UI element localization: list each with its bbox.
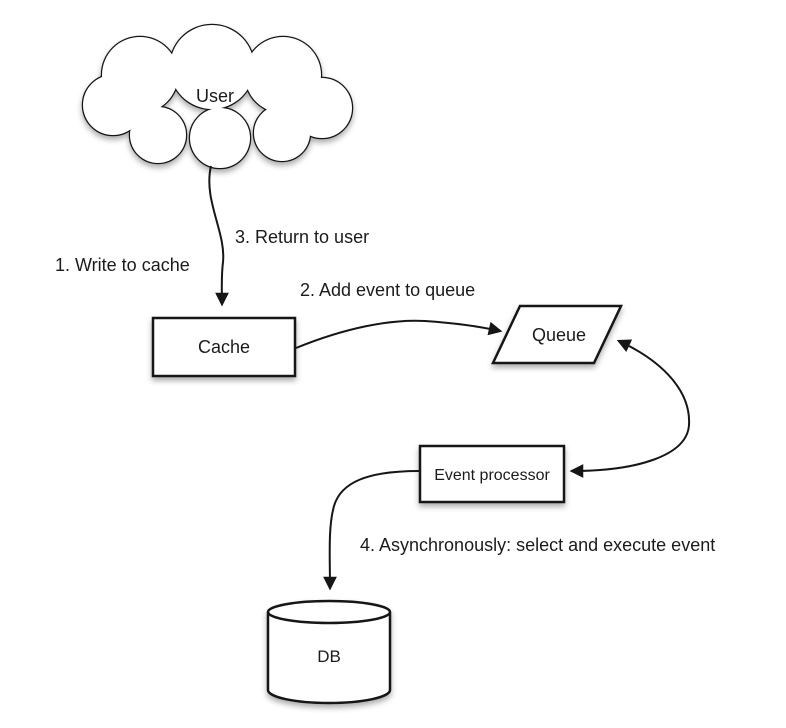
cloud-fill [83, 25, 352, 168]
user-node-label: User [196, 86, 234, 106]
event-processor-node-box [418, 444, 566, 504]
edge-user-to-cache [208, 165, 229, 307]
db-node-label: DB [317, 647, 341, 666]
cache-node-label: Cache [198, 337, 250, 357]
cache-node-box [151, 316, 297, 378]
user-node-cloud-shape [81, 23, 354, 170]
cylinder-top [266, 599, 392, 625]
cylinder-body [266, 612, 392, 705]
event-processor-node-label: Event processor [434, 467, 550, 484]
step4-label: 4. Asynchronously: select and execute ev… [360, 535, 715, 555]
step1-label: 1. Write to cache [55, 255, 190, 275]
edge-cache-to-queue [295, 319, 503, 349]
step2-label: 2. Add event to queue [300, 280, 475, 300]
queue-node-label: Queue [532, 325, 586, 345]
edge-event-processor-to-db [323, 470, 420, 591]
step3-label: 3. Return to user [235, 227, 369, 247]
db-node-cylinder [266, 599, 392, 705]
edge-queue-event-processor [569, 339, 691, 478]
